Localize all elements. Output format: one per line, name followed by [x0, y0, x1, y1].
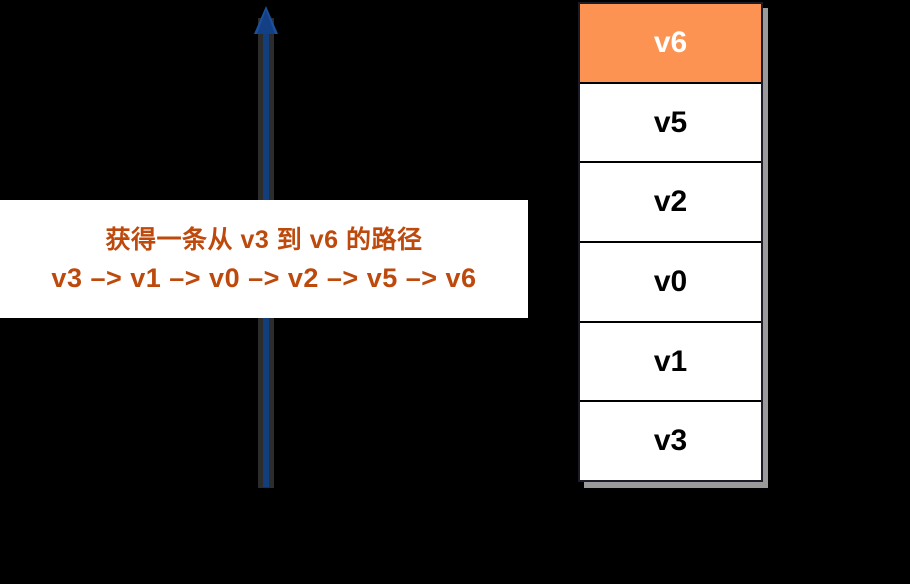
- stack-cell-4: v1: [580, 322, 761, 403]
- stack-cell-label-4: v1: [653, 344, 688, 378]
- arrow-head-inner-icon: [257, 10, 275, 34]
- stack-cell-label-0: v6: [653, 25, 688, 59]
- stack-cell-2: v2: [580, 163, 761, 244]
- stack-cell-label-3: v0: [653, 264, 688, 298]
- stack-cell-label-5: v3: [653, 424, 688, 458]
- path-stack: v6 v5 v2 v0 v1 v3: [578, 2, 763, 482]
- stack-cell-1: v5: [580, 83, 761, 164]
- stack-cell-3: v0: [580, 243, 761, 323]
- stack-cell-label-2: v2: [653, 185, 688, 219]
- caption-line-path: v3 –> v1 –> v0 –> v2 –> v5 –> v6: [51, 263, 477, 293]
- caption-panel: 获得一条从 v3 到 v6 的路径 v3 –> v1 –> v0 –> v2 –…: [0, 200, 528, 318]
- caption-line-title: 获得一条从 v3 到 v6 的路径: [105, 226, 423, 254]
- stack-cell-0: v6: [580, 4, 761, 84]
- stack-cell-label-1: v5: [653, 105, 688, 139]
- stack-cell-5: v3: [580, 402, 761, 481]
